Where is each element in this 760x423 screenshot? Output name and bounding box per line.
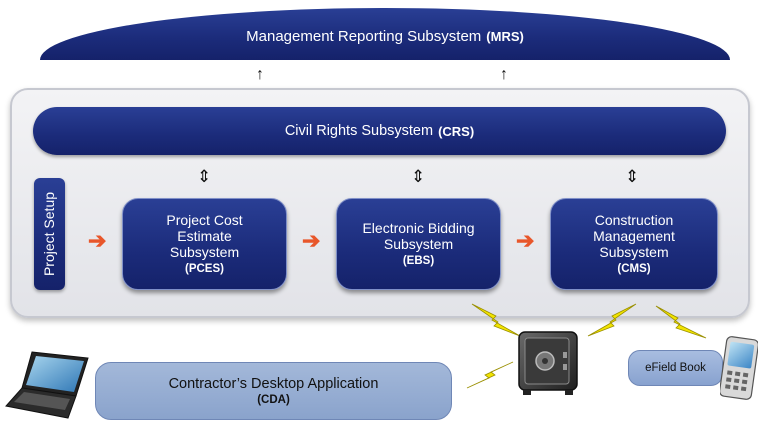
crs-bar: Civil Rights Subsystem (CRS) [33,107,726,155]
updown-arrow-icon: ⇕ [197,167,212,186]
pces-box: Project Cost Estimate Subsystem (PCES) [122,198,287,290]
cda-label: Contractor’s Desktop Application [168,376,379,392]
crs-abbr: (CRS) [438,123,475,139]
crs-label: Civil Rights Subsystem [284,123,434,139]
laptop-icon [5,351,89,419]
efield-book-box: eField Book [628,350,723,386]
up-arrow-icon: ↑ [500,66,508,83]
project-setup-box: Project Setup [34,178,65,290]
lightning-bolt-icon [466,361,514,389]
phone-icon [720,336,758,400]
cda-box: Contractor’s Desktop Application (CDA) [95,362,452,420]
updown-arrow-icon: ⇕ [625,167,640,186]
pces-line1: Project Cost [166,211,243,228]
lightning-bolt-icon [587,303,637,337]
pces-line2: Estimate [177,227,232,244]
flow-arrow-icon: ➔ [302,228,321,253]
ebs-line1: Electronic Bidding [362,219,475,236]
mrs-header: Management Reporting Subsystem (MRS) [40,8,730,60]
ebs-line2: Subsystem [383,235,454,252]
ebs-abbr: (EBS) [402,254,435,267]
project-setup-label: Project Setup [41,191,58,277]
flow-arrow-icon: ➔ [516,228,535,253]
up-arrow-icon: ↑ [256,66,264,83]
cms-box: Construction Management Subsystem (CMS) [550,198,718,290]
cms-abbr: (CMS) [617,263,651,276]
pces-abbr: (PCES) [185,263,224,276]
cda-abbr: (CDA) [257,394,290,406]
updown-arrow-icon: ⇕ [411,167,426,186]
ebs-box: Electronic Bidding Subsystem (EBS) [336,198,501,290]
safe-icon [518,331,578,395]
efield-book-label: eField Book [645,362,706,374]
pces-line3: Subsystem [169,243,240,260]
flow-arrow-icon: ➔ [88,228,107,253]
cms-line1: Construction [594,211,674,228]
mrs-abbr: (MRS) [486,28,524,44]
cms-line3: Subsystem [599,243,669,260]
cms-line2: Management [593,227,675,244]
mrs-label: Management Reporting Subsystem [246,27,482,45]
lightning-bolt-icon [655,305,707,339]
